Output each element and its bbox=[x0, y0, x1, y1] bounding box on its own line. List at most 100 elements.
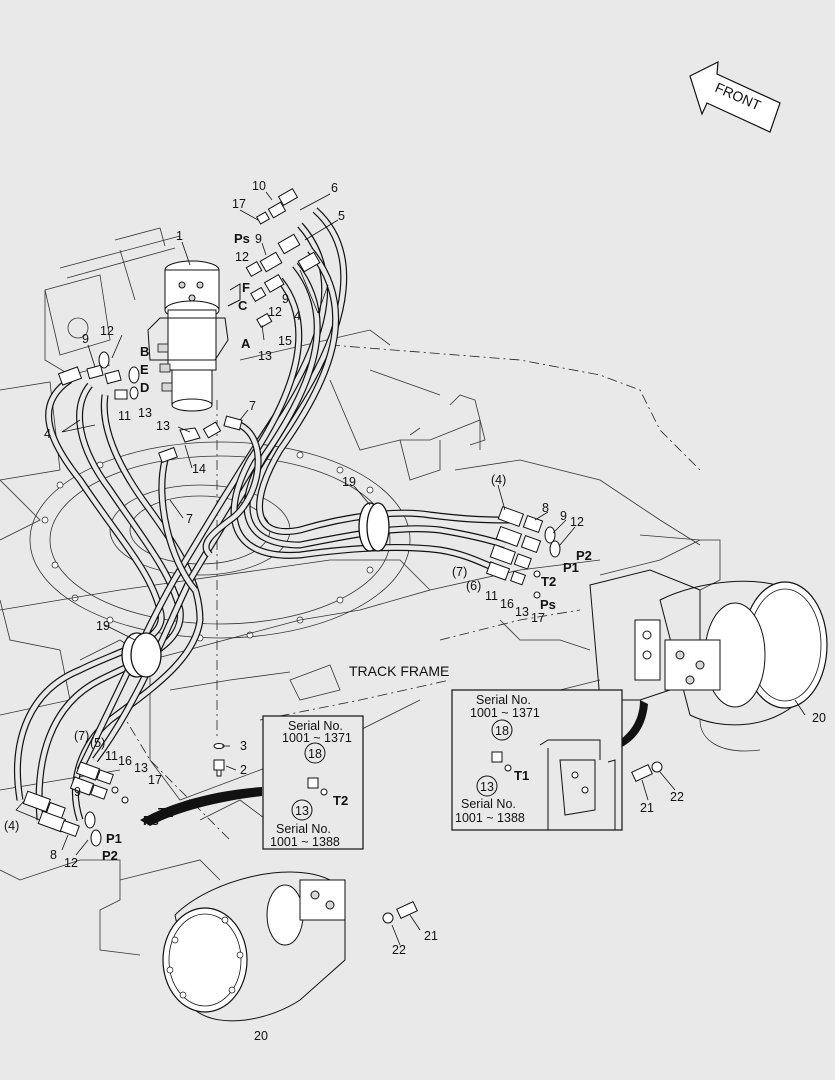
inset-part-number: 18 bbox=[308, 747, 322, 761]
port-label: Ps bbox=[234, 231, 250, 246]
fittings-upper bbox=[57, 187, 321, 464]
part-number: 3 bbox=[240, 739, 247, 753]
track-frame-label: TRACK FRAME bbox=[349, 663, 449, 679]
part-number: 17 bbox=[232, 197, 246, 211]
part-number: 9 bbox=[255, 232, 262, 246]
part-number: 11 bbox=[105, 749, 118, 763]
part-number: (7) bbox=[452, 565, 467, 579]
part-number: 9 bbox=[560, 509, 567, 523]
inset-port-label: T1 bbox=[514, 768, 529, 783]
inset-part-number: 13 bbox=[480, 780, 494, 794]
inset-serial-title: Serial No. bbox=[276, 822, 331, 836]
part-number: 9 bbox=[82, 332, 89, 346]
inset-serial-title: Serial No. bbox=[476, 693, 531, 707]
part-number-labels: 1 10 6 5 17 9 12 9 12 4 15 13 9 12 11 13… bbox=[4, 179, 826, 1043]
part-number: 16 bbox=[500, 597, 514, 611]
inset-part-number: 18 bbox=[495, 724, 509, 738]
part-number: 17 bbox=[531, 611, 545, 625]
inset-serial-range: 1001 ~ 1371 bbox=[282, 731, 352, 745]
part-number: 21 bbox=[424, 929, 438, 943]
inset-serial-range: 1001 ~ 1388 bbox=[455, 811, 525, 825]
part-number: 12 bbox=[100, 324, 114, 338]
part-number: 4 bbox=[44, 427, 51, 441]
part-number: 12 bbox=[268, 305, 282, 319]
port-label: P1 bbox=[563, 560, 579, 575]
part-number: (4) bbox=[491, 473, 506, 487]
inset-right-text: Serial No. 1001 ~ 1371 18 13 T1 Serial N… bbox=[455, 693, 540, 825]
part-number: 21 bbox=[640, 801, 654, 815]
inset-serial-title: Serial No. bbox=[288, 719, 343, 733]
port-label: P2 bbox=[576, 548, 592, 563]
part-number: 9 bbox=[282, 292, 289, 306]
front-arrow-icon: FRONT bbox=[689, 60, 781, 133]
part-number: 13 bbox=[134, 761, 148, 775]
part-number: 13 bbox=[138, 406, 152, 420]
port-label: P1 bbox=[106, 831, 122, 846]
port-labels: Ps F C A B E D P2 P1 T2 Ps T1 Ps P1 P2 bbox=[102, 231, 592, 863]
part-number: 13 bbox=[258, 349, 272, 363]
part-number: 19 bbox=[342, 475, 356, 489]
inset-left-box bbox=[262, 715, 364, 850]
part-number: 12 bbox=[235, 250, 249, 264]
inset-right-box bbox=[451, 689, 623, 831]
port-label: Ps bbox=[143, 813, 159, 828]
part-number: 6 bbox=[331, 181, 338, 195]
part-number: 20 bbox=[254, 1029, 268, 1043]
inset-pointers bbox=[140, 700, 648, 826]
part-number: 14 bbox=[192, 462, 206, 476]
port-label: B bbox=[140, 344, 149, 359]
inset-serial-range: 1001 ~ 1388 bbox=[270, 835, 340, 849]
port-label: E bbox=[140, 362, 149, 377]
right-travel-motor bbox=[589, 569, 828, 752]
part-number: 13 bbox=[156, 419, 170, 433]
port-label: A bbox=[241, 336, 251, 351]
part-number: 9 bbox=[74, 785, 81, 799]
part-number: 13 bbox=[515, 605, 529, 619]
part-number: 22 bbox=[670, 790, 684, 804]
centerline-phantom bbox=[119, 344, 701, 841]
port-label: F bbox=[242, 280, 250, 295]
part-number: (6) bbox=[466, 579, 481, 593]
part-number: 4 bbox=[294, 309, 301, 323]
inset-serial-title: Serial No. bbox=[461, 797, 516, 811]
upper-frame-outline bbox=[0, 227, 721, 716]
part-number: 15 bbox=[278, 334, 292, 348]
part-number: 11 bbox=[118, 409, 131, 423]
part-number: 22 bbox=[392, 943, 406, 957]
part-number: 19 bbox=[96, 619, 110, 633]
part-number: 12 bbox=[64, 856, 78, 870]
part-number: 12 bbox=[570, 515, 584, 529]
port-label: D bbox=[140, 380, 149, 395]
part-number: (7) bbox=[74, 729, 89, 743]
part-number: 8 bbox=[542, 501, 549, 515]
part-number: 20 bbox=[812, 711, 826, 725]
part-number: 8 bbox=[50, 848, 57, 862]
part-number: 17 bbox=[148, 773, 162, 787]
fittings-right bbox=[485, 505, 561, 599]
center-swivel-joint bbox=[147, 260, 241, 412]
port-label: P2 bbox=[102, 848, 118, 863]
inset-serial-range: 1001 ~ 1371 bbox=[470, 706, 540, 720]
part-number: 7 bbox=[186, 512, 193, 526]
leader-lines bbox=[15, 191, 806, 946]
left-travel-motor bbox=[162, 871, 346, 1022]
port-label: T1 bbox=[158, 805, 173, 820]
bolts-right bbox=[382, 761, 663, 924]
inset-left-text: Serial No. 1001 ~ 1371 18 13 T2 Serial N… bbox=[270, 719, 352, 849]
part-number: 2 bbox=[240, 763, 247, 777]
part-number: 7 bbox=[249, 399, 256, 413]
part-number: (4) bbox=[4, 819, 19, 833]
inset-part-number: 13 bbox=[295, 804, 309, 818]
port-label: T2 bbox=[541, 574, 556, 589]
inset-port-label: T2 bbox=[333, 793, 348, 808]
part-number: 11 bbox=[485, 589, 498, 603]
part-number: 1 bbox=[176, 229, 183, 243]
part-number: 10 bbox=[252, 179, 266, 193]
part-number: (5) bbox=[90, 736, 105, 750]
fittings-left-lower bbox=[22, 743, 225, 847]
part-number: 16 bbox=[118, 754, 132, 768]
port-label: Ps bbox=[540, 597, 556, 612]
hose-clamp-icon bbox=[121, 502, 390, 678]
